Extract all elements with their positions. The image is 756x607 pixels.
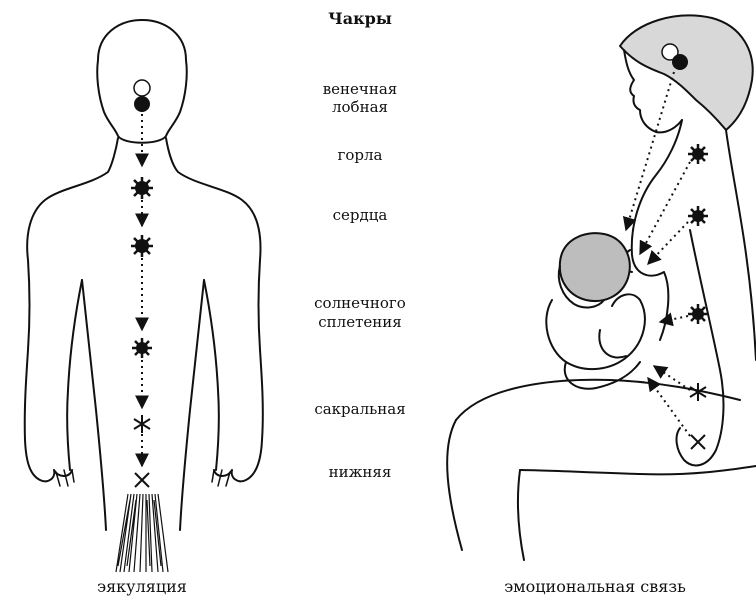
heart-burst [131,235,153,257]
chakra-label-plexus: сплетения [300,313,420,331]
brow-dot [134,96,150,112]
male-right-torso [180,280,204,530]
chakra-label-solar: солнечного [300,294,420,312]
chakra-label-heart: сердца [300,206,420,224]
baby-figure [546,233,645,389]
mother-knee [447,420,462,550]
mother-brow-dot [672,54,688,70]
crown-open-circle [134,80,150,96]
root-cross [135,473,149,487]
chakra-label-root: нижняя [300,463,420,481]
chakra-label-crown: венечная [300,80,420,98]
throat-burst [131,177,153,199]
sacral-asterisk [134,415,150,433]
male-left-torso [82,280,106,530]
male-chakras [131,80,153,487]
chakra-label-brow: лобная [300,98,420,116]
male-right-side-outline [166,138,263,481]
diagram-title: Чакры [300,10,420,28]
caption-right: эмоциональная связь [470,578,720,596]
male-left-side-outline [25,138,118,481]
mother-shin [520,466,756,474]
male-right-inner-arm [204,280,219,470]
caption-left: эякуляция [60,578,224,596]
mother-arm [677,230,724,465]
male-left-inner-arm [67,280,82,470]
mother-throat-burst [688,144,708,164]
baby-head [560,233,630,301]
mother-front [632,120,682,340]
mother-chakras [626,44,708,449]
chakra-label-sacral: сакральная [300,400,420,418]
solar-plexus-burst [132,338,152,358]
chakra-label-throat: горла [300,146,420,164]
mother-solar-burst [688,304,708,324]
mother-root-cross [691,435,705,449]
mother-heart-burst [688,206,708,226]
mother-back [726,130,756,360]
ejaculation-rays [116,494,168,572]
